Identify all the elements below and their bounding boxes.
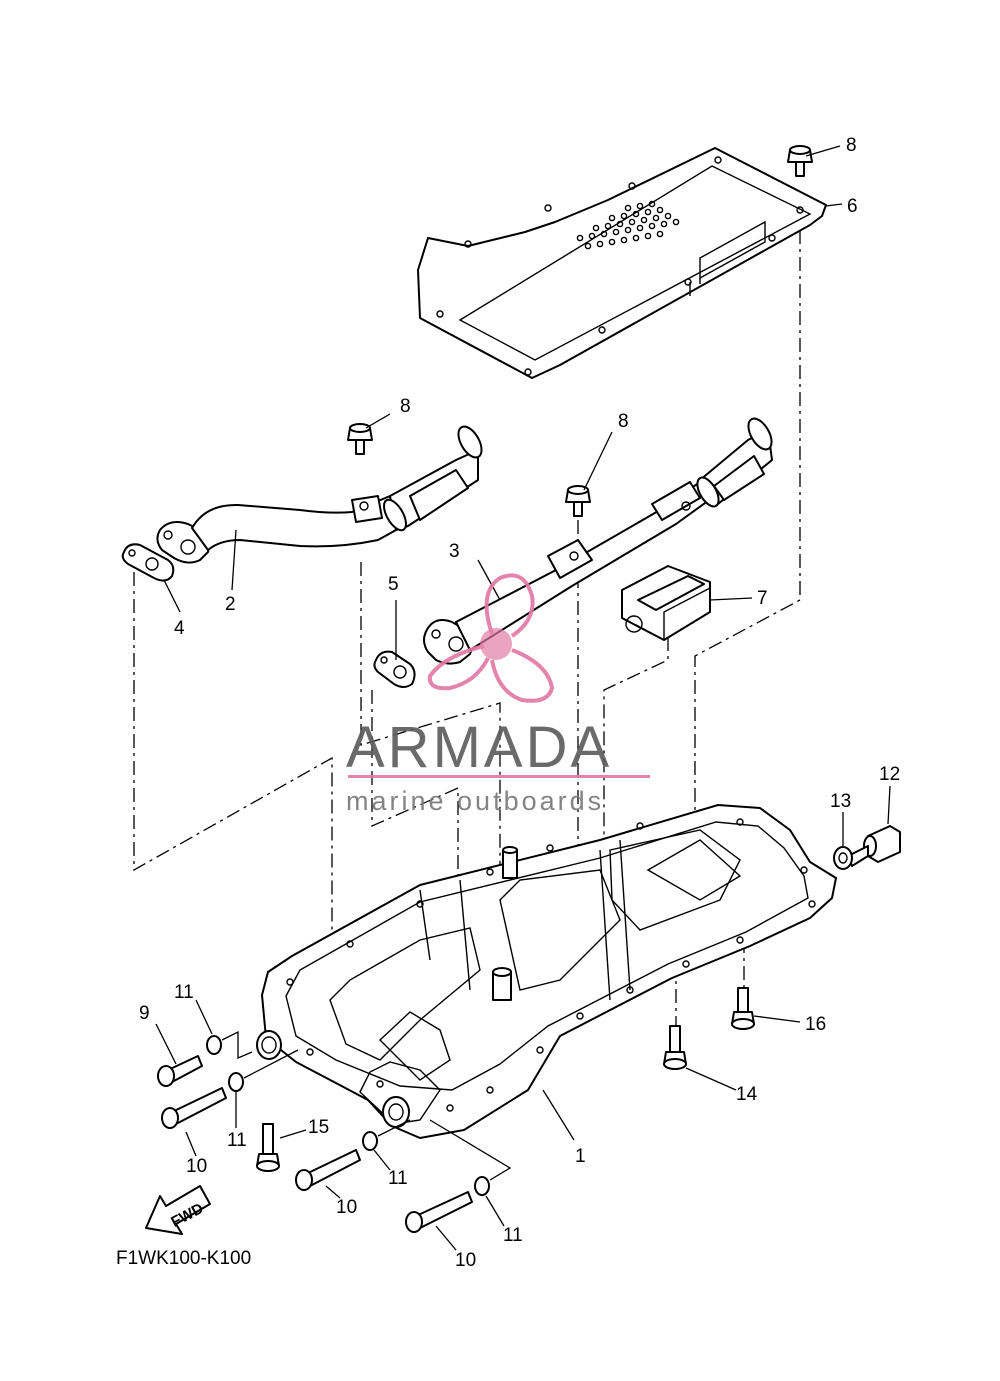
part-9-bolt[interactable] bbox=[157, 1055, 203, 1087]
fwd-arrow: FWD bbox=[145, 1185, 211, 1235]
part-16-bolt[interactable] bbox=[731, 987, 755, 1030]
part-12-drain-plug[interactable] bbox=[847, 825, 901, 867]
callout-8-left: 8 bbox=[400, 396, 411, 417]
part-1-oil-pan[interactable] bbox=[256, 804, 837, 1139]
washer-links bbox=[221, 1030, 512, 1181]
callout-7: 7 bbox=[757, 588, 768, 609]
callout-11-c: 11 bbox=[388, 1168, 408, 1189]
part-7-bracket[interactable] bbox=[621, 565, 711, 641]
callout-11-b: 11 bbox=[227, 1130, 247, 1151]
callout-13: 13 bbox=[830, 791, 851, 812]
part-2-strainer-pipe[interactable] bbox=[156, 423, 486, 564]
cover-perforations bbox=[576, 200, 680, 250]
part-15-bolt[interactable] bbox=[256, 1123, 280, 1172]
part-4-gasket[interactable] bbox=[121, 543, 175, 582]
callout-14: 14 bbox=[736, 1084, 758, 1105]
part-13-washer[interactable] bbox=[833, 846, 853, 870]
callout-10-a: 10 bbox=[186, 1156, 207, 1177]
watermark-underline bbox=[348, 775, 650, 778]
callout-11-d: 11 bbox=[503, 1225, 523, 1246]
part-10-bolt-c[interactable] bbox=[405, 1191, 473, 1233]
part-8-bolt-left[interactable] bbox=[347, 423, 373, 455]
part-5-gasket[interactable] bbox=[373, 650, 416, 688]
leader-lines bbox=[155, 145, 891, 1251]
callout-9: 9 bbox=[139, 1003, 150, 1024]
armada-watermark: ARMADA marine outboards bbox=[346, 573, 650, 816]
callout-4: 4 bbox=[174, 618, 185, 639]
callout-12: 12 bbox=[879, 764, 900, 785]
part-6-cover-plate[interactable] bbox=[417, 147, 827, 379]
part-10-bolt-a[interactable] bbox=[161, 1087, 227, 1129]
propeller-logo-icon bbox=[427, 573, 555, 703]
callout-8-middle: 8 bbox=[618, 411, 629, 432]
watermark-tagline: marine outboards bbox=[346, 786, 604, 816]
callout-labels: 1 2 3 4 5 6 7 8 8 8 9 10 10 10 11 11 11 … bbox=[139, 135, 900, 1271]
callout-15: 15 bbox=[308, 1117, 329, 1138]
drawing-code: F1WK100-K100 bbox=[116, 1248, 251, 1269]
part-14-bolt[interactable] bbox=[663, 1025, 687, 1070]
callout-6: 6 bbox=[847, 196, 858, 217]
callout-11-a: 11 bbox=[174, 982, 194, 1003]
callout-1: 1 bbox=[575, 1146, 586, 1167]
part-8-bolt-top[interactable] bbox=[787, 145, 813, 177]
part-3-oil-pipe[interactable] bbox=[423, 415, 776, 665]
part-8-bolt-middle[interactable] bbox=[565, 485, 591, 517]
part-10-bolt-b[interactable] bbox=[295, 1149, 361, 1191]
watermark-brand: ARMADA bbox=[346, 715, 612, 780]
callout-3: 3 bbox=[449, 541, 460, 562]
part-11-washers[interactable] bbox=[206, 1035, 490, 1196]
callout-10-b: 10 bbox=[336, 1197, 357, 1218]
propeller-hub-icon bbox=[480, 628, 512, 660]
callout-5: 5 bbox=[388, 574, 399, 595]
callout-10-c: 10 bbox=[455, 1250, 476, 1271]
callout-16: 16 bbox=[805, 1014, 826, 1035]
callout-2: 2 bbox=[225, 594, 236, 615]
callout-8-top: 8 bbox=[846, 135, 857, 156]
